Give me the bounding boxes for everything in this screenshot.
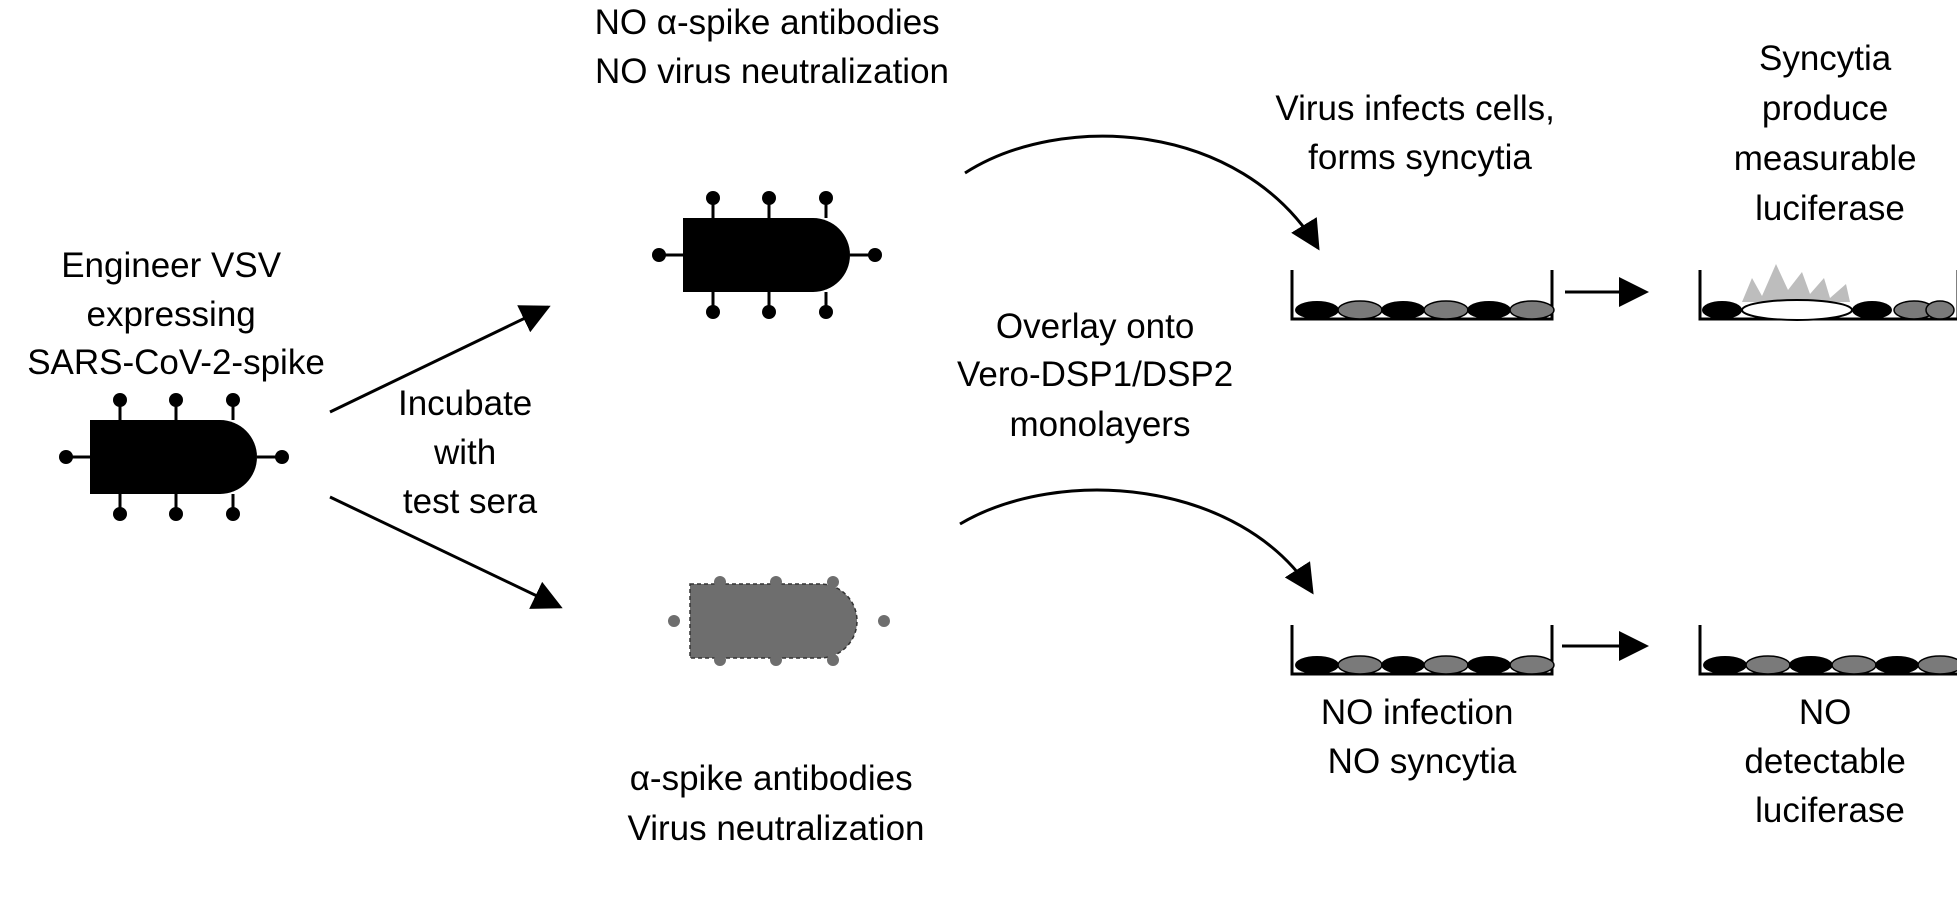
antibody-icon [759, 333, 805, 373]
antibody-icon [751, 542, 795, 580]
virus-icon [57, 391, 291, 523]
incubate-line-1: Incubate [398, 384, 532, 423]
overlay-line-1: Overlay onto [996, 307, 1194, 346]
arrow-icon [329, 305, 551, 414]
infects-label: Virus infects cells, forms syncytia [1275, 89, 1564, 177]
antibodies-line-1: α-spike antibodies [630, 759, 913, 798]
antibody-icon [654, 144, 701, 187]
no-luciferase-label: NO detectable luciferase [1744, 693, 1915, 830]
cell-well-icon [1698, 623, 1957, 676]
no-luciferase-line-2: detectable [1744, 742, 1906, 781]
no-antibodies-line-2: NO virus neutralization [595, 52, 949, 91]
cell-well-icon [1290, 623, 1556, 676]
no-infection-line-1: NO infection [1321, 693, 1514, 732]
antibody-icon [689, 659, 736, 702]
syncytia-line-2: produce [1762, 89, 1888, 128]
antibody-icon [816, 659, 863, 702]
syncytia-line-3: measurable [1734, 139, 1917, 178]
no-antibodies-label: NO α-spike antibodies NO virus neutraliz… [595, 3, 950, 91]
infects-line-2: forms syncytia [1308, 138, 1532, 177]
no-infection-label: NO infection NO syncytia [1321, 693, 1523, 781]
overlay-line-2: Vero-DSP1/DSP2 [957, 355, 1233, 394]
incubate-line-3: test sera [403, 482, 538, 521]
engineer-label: Engineer VSV expressing SARS-CoV-2-spike [27, 246, 325, 382]
overlay-line-3: monolayers [1010, 405, 1191, 444]
no-antibodies-line-1: NO α-spike antibodies [595, 3, 940, 42]
antibodies-line-2: Virus neutralization [627, 809, 924, 848]
overlay-label: Overlay onto Vero-DSP1/DSP2 monolayers [957, 307, 1243, 444]
antibody-icon [757, 662, 801, 700]
antibody-icon [884, 596, 922, 640]
antibody-icon [881, 317, 927, 357]
antibodies-label: α-spike antibodies Virus neutralization [627, 759, 924, 848]
arrow-icon [329, 495, 563, 609]
antibody-icon [636, 596, 674, 640]
antibody-icon [701, 542, 745, 580]
arrow-icon [964, 134, 1320, 251]
luciferase-burst-icon [1742, 264, 1850, 302]
antibody-icon [905, 199, 943, 230]
engineer-line-3: SARS-CoV-2-spike [27, 343, 325, 382]
syncytia-line-1: Syncytia [1759, 39, 1892, 78]
cell-well-icon [1290, 268, 1556, 321]
no-infection-line-2: NO syncytia [1328, 742, 1517, 781]
antibody-icon [783, 136, 827, 174]
virus-icon [650, 189, 884, 321]
antibody-icon [591, 226, 638, 269]
syncytia-line-4: luciferase [1755, 189, 1905, 228]
incubate-line-2: with [433, 433, 496, 472]
incubate-label: Incubate with test sera [398, 384, 542, 521]
no-luciferase-line-3: luciferase [1755, 791, 1905, 830]
engineer-line-1: Engineer VSV [61, 246, 282, 285]
arrow-icon [959, 488, 1314, 595]
syncytia-well-icon [1698, 264, 1957, 321]
infects-line-1: Virus infects cells, [1275, 89, 1554, 128]
syncytia-produce-label: Syncytia produce measurable luciferase [1734, 39, 1927, 228]
neutralized-virus-icon [668, 576, 890, 666]
engineer-line-2: expressing [87, 295, 256, 334]
no-luciferase-line-1: NO [1799, 693, 1852, 732]
antibody-icon [640, 334, 687, 377]
antibody-icon [815, 540, 862, 583]
